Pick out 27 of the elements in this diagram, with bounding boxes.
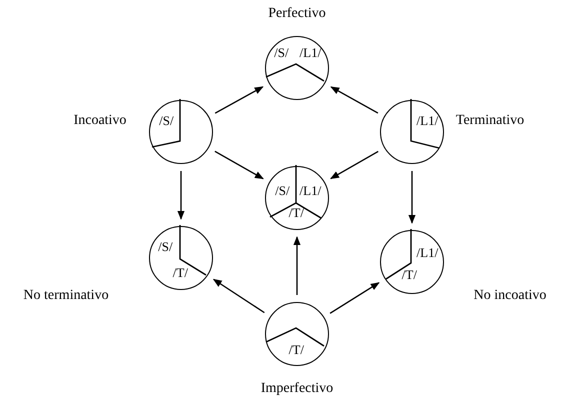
node-caption: Perfectivo [268,5,326,23]
node-text: /L1/ [300,45,322,62]
node-text: /T/ [288,205,304,222]
arrow [214,86,264,114]
arrow [330,86,378,114]
node-text: /L1/ [300,183,322,200]
node-caption: No incoativo [474,287,546,305]
node-text: /T/ [402,267,417,284]
node-text: /L1/ [416,245,438,262]
arrow [330,282,380,314]
node-text: /S/ [159,113,174,130]
node-caption: Incoativo [74,112,126,130]
arrow [293,236,301,295]
arrow [330,150,378,180]
node-text: /L1/ [416,113,438,130]
arrow [177,171,185,220]
node-text: /T/ [288,342,304,358]
arrow [408,171,416,224]
node-text: /S/ [274,45,289,62]
node-caption: Imperfectivo [260,380,334,398]
node-caption: Terminativo [456,112,524,130]
node-text: /T/ [172,265,188,282]
arrow [214,150,264,180]
node-caption: No terminativo [23,287,109,305]
node-text: /S/ [158,239,173,256]
arrow [212,278,265,314]
node-text: /S/ [275,183,290,200]
